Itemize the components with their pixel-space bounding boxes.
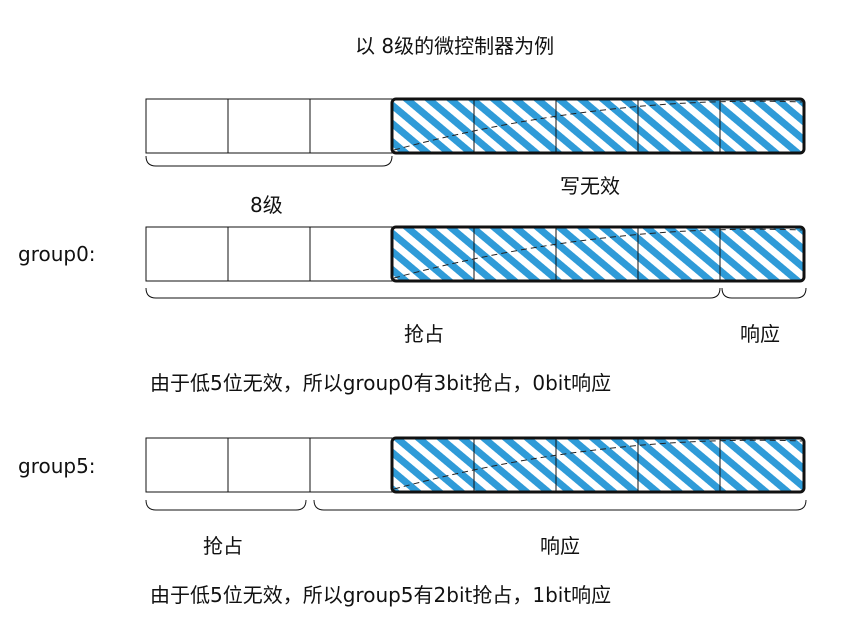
diagram-title: 以 8级的微控制器为例 — [355, 34, 555, 58]
label-preemption-group5: 抢占 — [203, 534, 243, 558]
invalid-bits-border — [390, 97, 806, 155]
brace-response-group0 — [721, 287, 807, 299]
bit-cell — [145, 437, 229, 493]
label-response-group5: 响应 — [540, 534, 580, 558]
bit-cell — [309, 98, 393, 154]
bit-cell — [227, 98, 311, 154]
row-label-group0: group0: — [18, 242, 96, 266]
brace-8-levels — [145, 155, 393, 167]
bit-cell — [227, 226, 311, 282]
row-label-group5: group5: — [18, 454, 96, 478]
register-row-group0 — [145, 225, 807, 299]
bit-cell — [309, 437, 393, 493]
label-8-levels: 8级 — [250, 193, 283, 217]
invalid-bits-hatch — [392, 227, 804, 281]
label-write-invalid: 写无效 — [560, 174, 620, 198]
bit-cell — [309, 226, 393, 282]
invalid-bits-border — [390, 436, 806, 494]
register-row-0 — [145, 97, 806, 167]
brace-preemption-group0 — [145, 287, 721, 299]
note-group5: 由于低5位无效，所以group5有2bit抢占，1bit响应 — [150, 583, 612, 607]
bit-cell — [145, 226, 229, 282]
register-row-group5 — [145, 436, 807, 511]
invalid-bits-hatch — [392, 438, 804, 492]
brace-response-group5 — [313, 499, 807, 511]
label-response-group0: 响应 — [740, 322, 780, 346]
bit-cell — [227, 437, 311, 493]
note-group0: 由于低5位无效，所以group0有3bit抢占，0bit响应 — [150, 371, 612, 395]
invalid-bits-hatch — [392, 99, 804, 153]
invalid-bits-border — [390, 225, 806, 283]
label-preemption-group0: 抢占 — [404, 322, 444, 346]
bit-cell — [145, 98, 229, 154]
brace-preemption-group5 — [145, 499, 307, 511]
